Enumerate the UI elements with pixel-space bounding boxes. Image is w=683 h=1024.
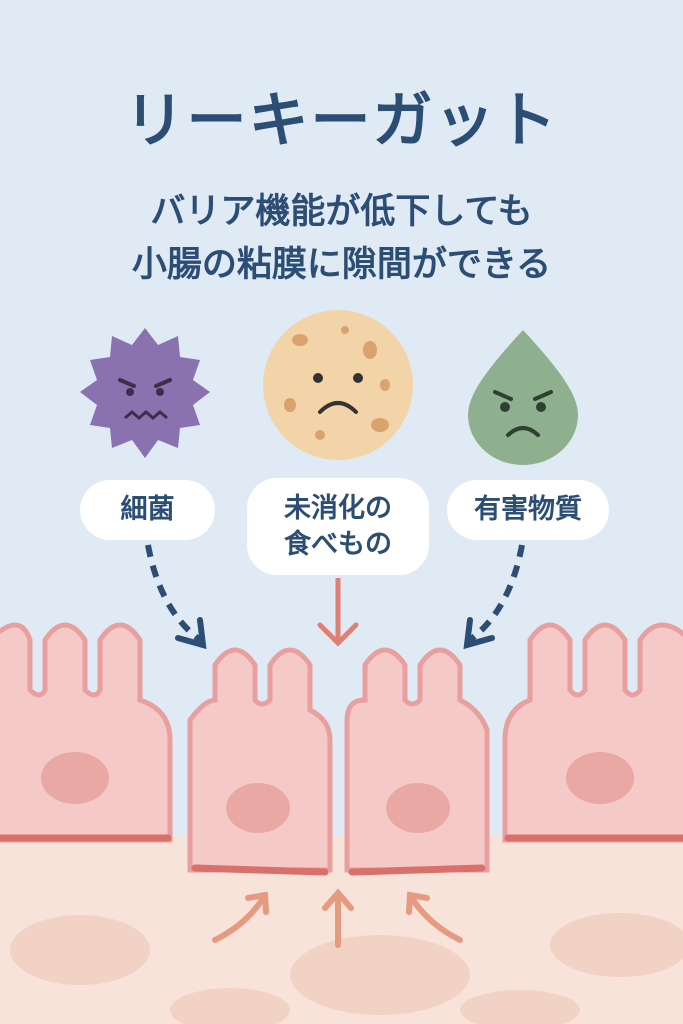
- subtitle-line-1: バリア機能が低下しても: [150, 192, 533, 232]
- toxin-arrow: [468, 544, 525, 643]
- subtitle-line-2: 小腸の粘膜に隙間ができる: [131, 245, 552, 285]
- intestinal-cells: [0, 622, 683, 873]
- nucleus: [41, 752, 109, 804]
- cell-center-left: [187, 647, 333, 873]
- undigested-food-icon: [263, 310, 413, 460]
- label-harmful-substances: 有害物質: [447, 480, 609, 540]
- cell-center-right: [344, 647, 490, 873]
- label-bacteria: 細菌: [80, 480, 215, 540]
- upward-leak-arrows: [212, 888, 463, 948]
- bacteria-icon: [80, 328, 210, 458]
- label-food-line2: 食べもの: [284, 528, 392, 560]
- cell-right: [502, 622, 683, 843]
- label-harmful-text: 有害物質: [474, 494, 582, 526]
- nucleus: [386, 783, 450, 833]
- label-undigested-food: 未消化の 食べもの: [247, 478, 429, 575]
- tissue-spots: [10, 913, 683, 1024]
- label-food-line1: 未消化の: [284, 493, 392, 525]
- page-title: リーキーガット: [124, 86, 559, 156]
- bacteria-arrow: [145, 544, 202, 643]
- cell-left: [0, 622, 173, 843]
- nucleus: [226, 783, 290, 833]
- label-bacteria-text: 細菌: [120, 494, 175, 526]
- harmful-substance-icon: [468, 330, 578, 465]
- nucleus: [566, 752, 634, 804]
